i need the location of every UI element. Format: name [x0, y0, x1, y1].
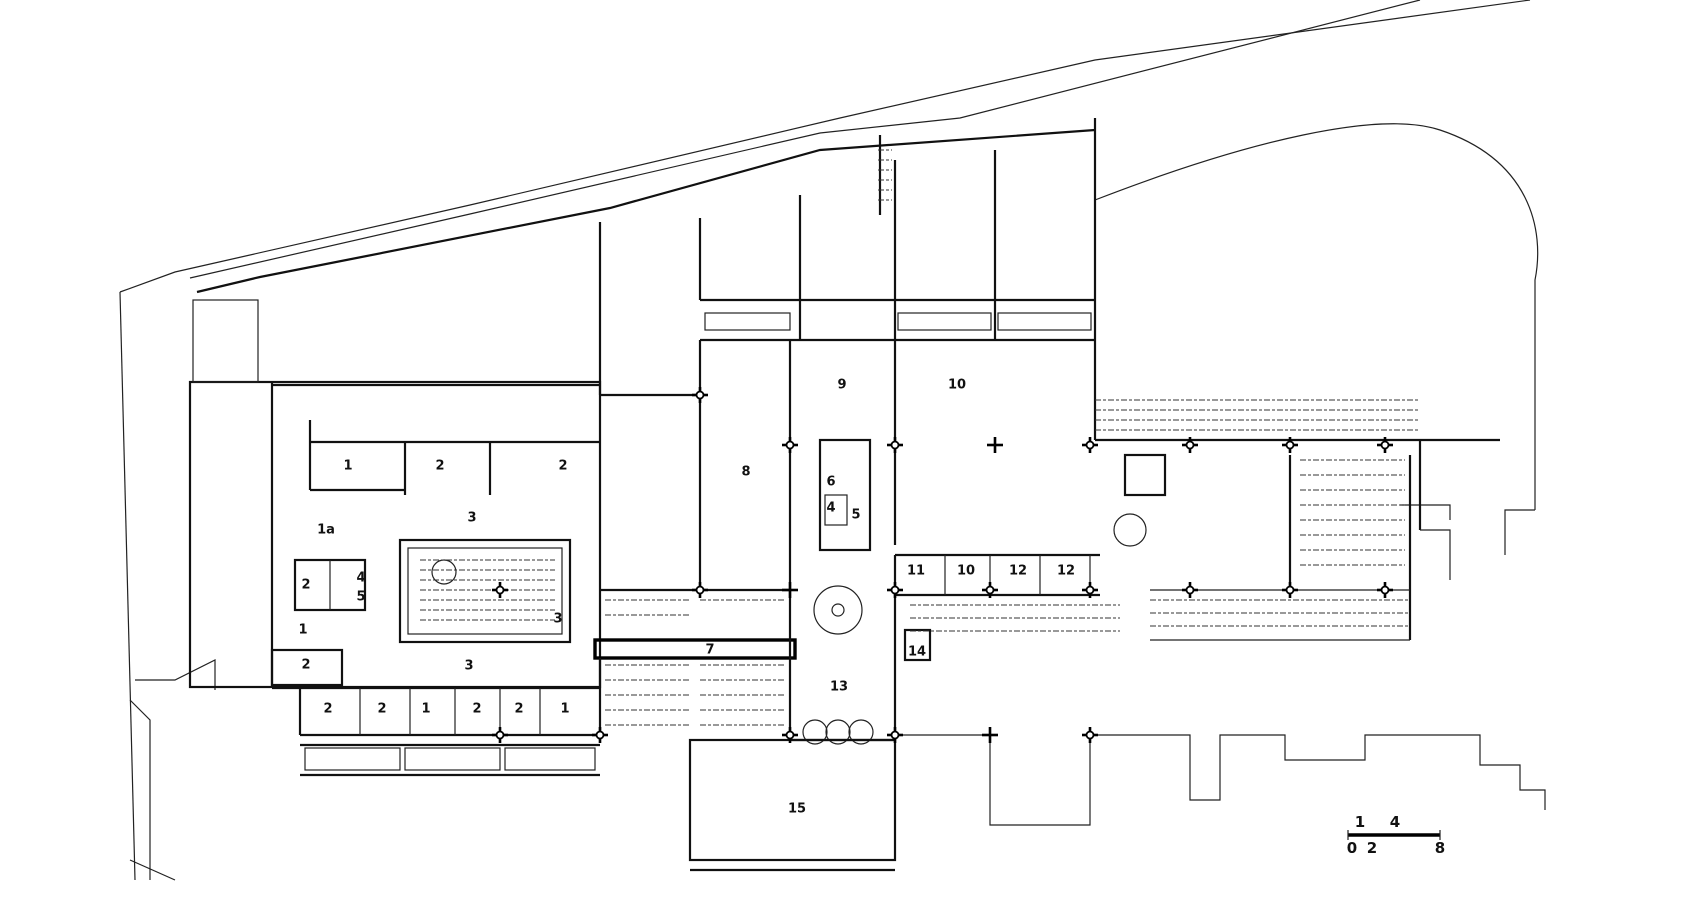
room-label: 2 [472, 702, 481, 717]
scale-tick-label: 0 [1347, 839, 1357, 857]
central-block [593, 340, 932, 872]
room-label: 12 [1009, 564, 1027, 579]
room-label: 9 [837, 378, 846, 393]
scale-tick-label: 8 [1435, 839, 1445, 857]
room-label: 4 [826, 501, 835, 516]
room-label: 13 [830, 680, 848, 695]
room-label: 15 [788, 802, 806, 817]
room-label: 2 [301, 578, 310, 593]
room-labels: 1 2 2 1a 3 2 4 5 1 2 3 3 2 2 1 2 2 1 9 1… [298, 378, 1075, 817]
scale-tick-label: 2 [1367, 839, 1377, 857]
room-label: 2 [301, 658, 310, 673]
east-hall [893, 340, 1500, 641]
room-label: 2 [435, 459, 444, 474]
scale-tick-label: 4 [1390, 813, 1400, 831]
room-label: 1 [298, 623, 307, 638]
room-label: 11 [907, 564, 925, 579]
room-label: 10 [957, 564, 975, 579]
column-markers [492, 387, 1393, 743]
room-label: 1 [421, 702, 430, 717]
room-label: 3 [464, 659, 473, 674]
room-label: 2 [377, 702, 386, 717]
room-label: 10 [948, 378, 966, 393]
room-label: 3 [553, 612, 562, 627]
room-label: 3 [467, 511, 476, 526]
room-label: 7 [705, 643, 714, 658]
room-label: 2 [558, 459, 567, 474]
room-label: 8 [741, 465, 750, 480]
scale-bar: 1 4 0 2 8 [1347, 813, 1445, 857]
room-label: 2 [323, 702, 332, 717]
room-label: 14 [908, 645, 926, 660]
west-wing [188, 299, 602, 777]
southeast-terrace-lines [900, 734, 1546, 826]
room-label: 4 [356, 571, 365, 586]
room-label: 1a [317, 523, 335, 538]
room-label: 5 [356, 590, 365, 605]
room-label: 1 [560, 702, 569, 717]
scale-tick-label: 1 [1355, 813, 1365, 831]
north-wing [598, 118, 1097, 440]
room-label: 6 [826, 475, 835, 490]
room-label: 2 [514, 702, 523, 717]
room-label: 1 [343, 459, 352, 474]
room-label: 5 [851, 508, 860, 523]
site-boundary [119, 0, 1539, 881]
room-label: 12 [1057, 564, 1075, 579]
